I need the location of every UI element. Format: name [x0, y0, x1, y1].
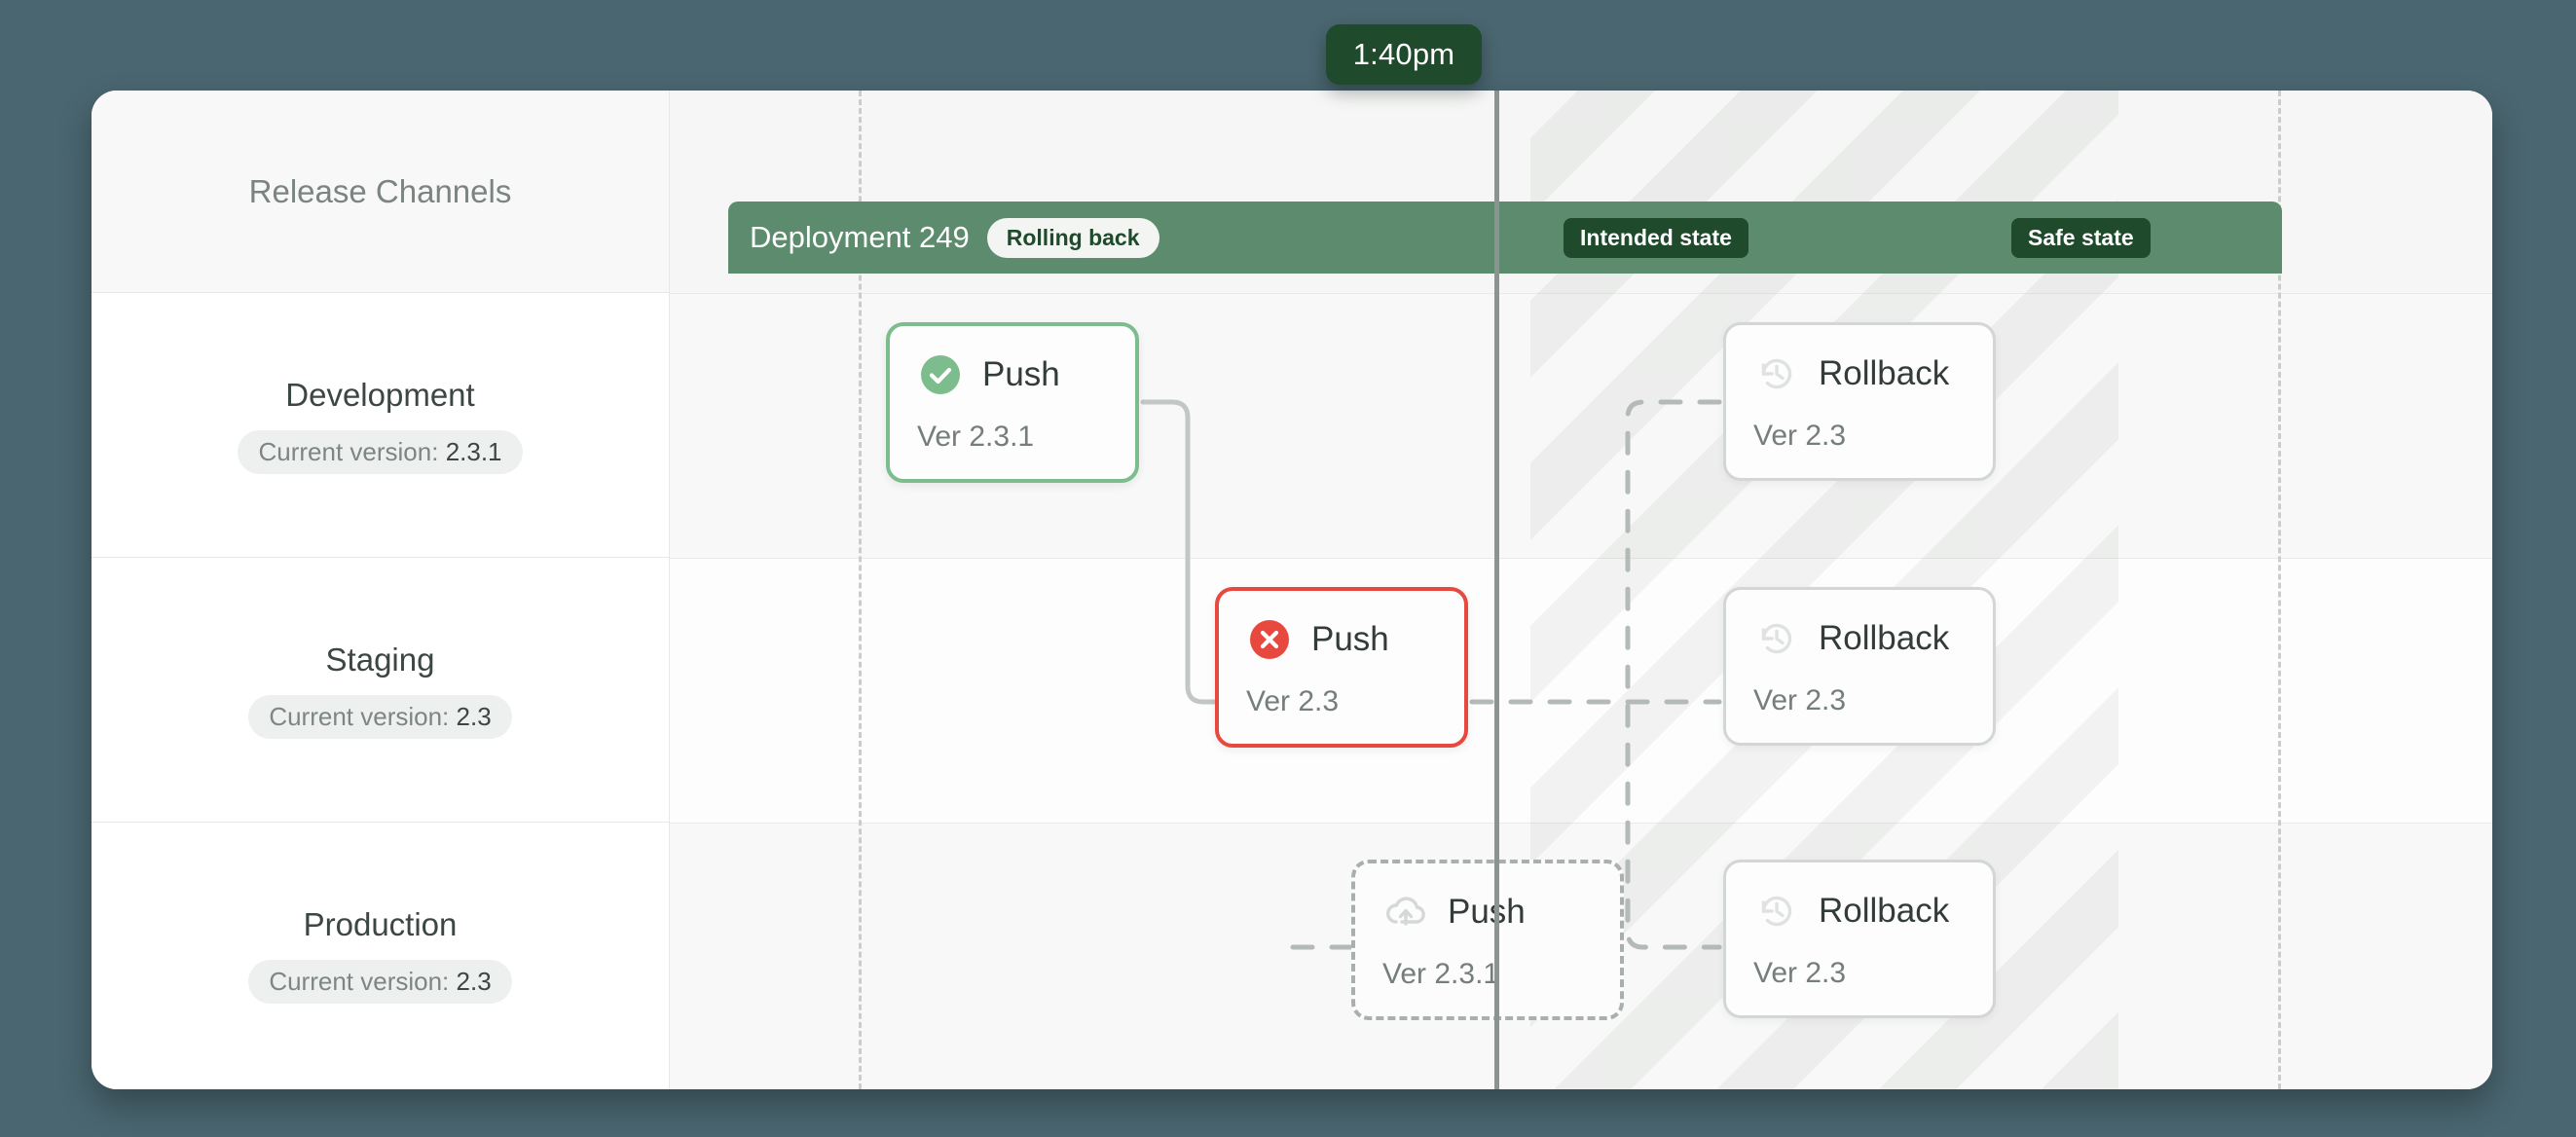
history-clock-icon: [1761, 623, 1792, 654]
timeline-row-staging: [670, 558, 2492, 823]
channel-version-badge: Current version: 2.3.1: [238, 429, 523, 474]
event-version: Ver 2.3: [1753, 684, 1847, 716]
event-card-rollback-production[interactable]: Rollback Ver 2.3: [1723, 860, 1996, 1018]
event-title: Rollback: [1819, 619, 1950, 657]
current-time-label: 1:40pm: [1352, 37, 1455, 71]
version-prefix: Current version:: [269, 967, 450, 996]
event-card-rollback-staging[interactable]: Rollback Ver 2.3: [1723, 587, 1996, 746]
deployment-title: Deployment 249: [750, 220, 970, 254]
channel-name: Staging: [325, 641, 435, 678]
event-version: Ver 2.3: [1246, 685, 1340, 717]
event-title: Rollback: [1819, 354, 1950, 392]
event-card-dev-push[interactable]: Push Ver 2.3.1: [886, 322, 1139, 483]
row-divider: [670, 293, 2492, 294]
event-card-rollback-development[interactable]: Rollback Ver 2.3: [1723, 322, 1996, 481]
cloud-upload-icon: [1386, 897, 1425, 926]
deployment-status-badge: Rolling back: [986, 217, 1159, 258]
version-value: 2.3: [456, 701, 492, 731]
event-title: Push: [1448, 893, 1526, 931]
event-version: Ver 2.3.1: [917, 421, 1035, 453]
channel-version-badge: Current version: 2.3: [248, 960, 512, 1004]
safe-state-badge: Safe state: [2011, 218, 2151, 258]
event-version: Ver 2.3: [1753, 957, 1847, 989]
deployment-start-boundary: [859, 91, 862, 1089]
event-card-staging-push[interactable]: Push Ver 2.3: [1215, 587, 1468, 748]
sidebar-title: Release Channels: [248, 172, 512, 209]
check-circle-icon: [921, 355, 960, 394]
release-pipeline-panel: Release Channels Development Current ver…: [92, 91, 2492, 1089]
current-time-badge: 1:40pm: [1326, 24, 1482, 85]
sidebar-item-development[interactable]: Development Current version: 2.3.1: [92, 293, 669, 558]
sidebar-item-production[interactable]: Production Current version: 2.3: [92, 823, 669, 1087]
x-circle-icon: [1250, 620, 1289, 659]
release-channels-sidebar: Release Channels Development Current ver…: [92, 91, 670, 1089]
version-prefix: Current version:: [258, 436, 439, 466]
version-value: 2.3.1: [445, 436, 502, 466]
channel-version-badge: Current version: 2.3: [248, 694, 512, 739]
row-divider: [670, 558, 2492, 559]
channel-name: Production: [303, 906, 458, 942]
version-prefix: Current version:: [269, 701, 450, 731]
event-version: Ver 2.3.1: [1382, 958, 1500, 990]
intended-state-badge: Intended state: [1564, 218, 1748, 258]
current-time-line[interactable]: [1494, 91, 1499, 1089]
event-title: Push: [982, 355, 1060, 393]
row-divider: [670, 823, 2492, 824]
deployment-timeline: Deployment 249 Rolling back Intended sta…: [670, 91, 2492, 1089]
sidebar-item-staging[interactable]: Staging Current version: 2.3: [92, 558, 669, 823]
event-title: Push: [1311, 620, 1389, 658]
history-clock-icon: [1761, 358, 1792, 389]
deployment-end-boundary: [2278, 91, 2281, 1089]
channel-name: Development: [285, 376, 475, 413]
history-clock-icon: [1761, 896, 1792, 927]
event-card-production-push[interactable]: Push Ver 2.3.1: [1351, 860, 1624, 1020]
event-title: Rollback: [1819, 892, 1950, 930]
version-value: 2.3: [456, 967, 492, 996]
sidebar-header: Release Channels: [92, 91, 669, 293]
deployment-header-bar[interactable]: Deployment 249 Rolling back Intended sta…: [728, 202, 2282, 274]
event-version: Ver 2.3: [1753, 420, 1847, 452]
